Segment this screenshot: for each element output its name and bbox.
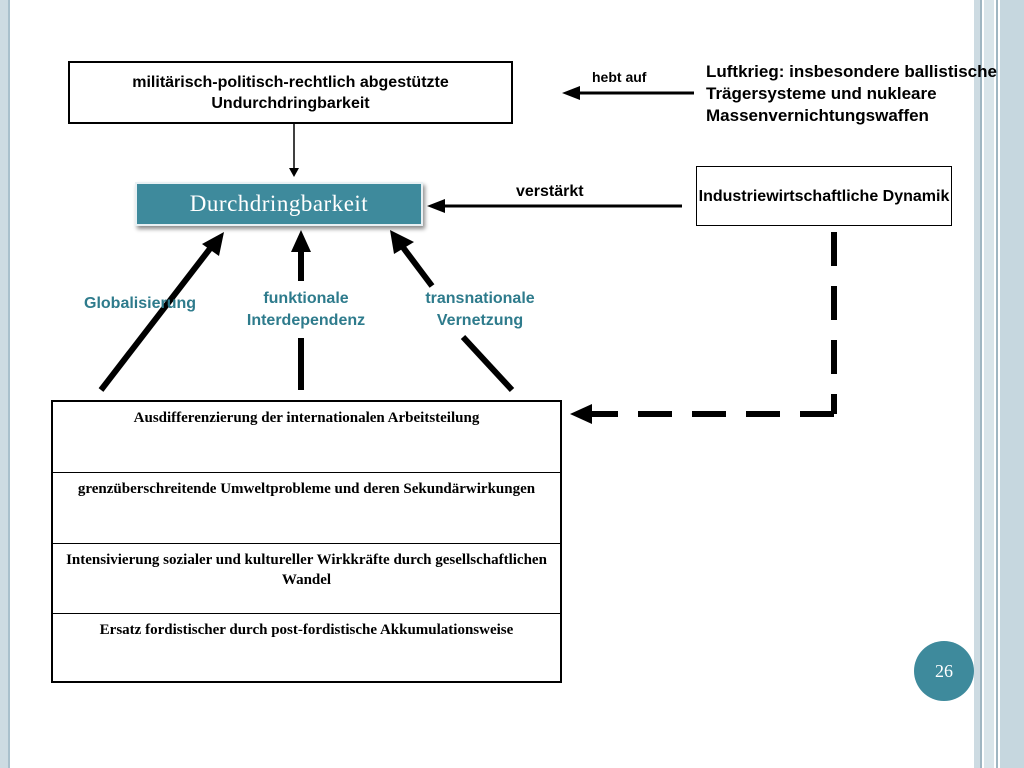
label-hebt-auf: hebt auf (592, 69, 647, 85)
top-box-undurchdringbarkeit: militärisch-politisch-rechtlich abgestüt… (68, 61, 513, 124)
page-number: 26 (935, 660, 953, 681)
box-industriewirtschaftliche-dynamik: Industriewirtschaftliche Dynamik (696, 166, 952, 226)
factors-table: Ausdifferenzierung der internationalen A… (51, 400, 562, 683)
arrow-transnationale-bottom (460, 334, 515, 393)
label-transnationale-vernetzung: transnationale Vernetzung (425, 290, 535, 329)
top-box-text: militärisch-politisch-rechtlich abgestüt… (132, 73, 449, 112)
table-row: Ersatz fordistischer durch post-fordisti… (53, 613, 560, 683)
right-frame-stripes (974, 0, 1024, 768)
table-row: Ausdifferenzierung der internationalen A… (133, 410, 480, 426)
label-funktionale-interdependenz: funktionale Interdependenz (246, 290, 366, 329)
left-frame-stripe (0, 0, 10, 768)
arrow-transnationale-top (399, 244, 435, 288)
text-luftkrieg: Luftkrieg: insbesondere ballistische Trä… (706, 62, 997, 125)
table-row: Intensivierung sozialer und kultureller … (53, 543, 560, 613)
label-globalisierung: Globalisierung (84, 295, 197, 312)
center-box-text: Durchdringbarkeit (189, 191, 369, 216)
arrow-globalisierung (98, 244, 215, 392)
industrie-box-text: Industriewirtschaftliche Dynamik (698, 187, 950, 205)
page-number-badge: 26 (914, 641, 974, 701)
center-box-durchdringbarkeit: Durchdringbarkeit (135, 182, 423, 226)
table-row: grenzüberschreitende Umweltprobleme und … (53, 472, 560, 543)
label-verstaerkt: verstärkt (516, 183, 584, 200)
